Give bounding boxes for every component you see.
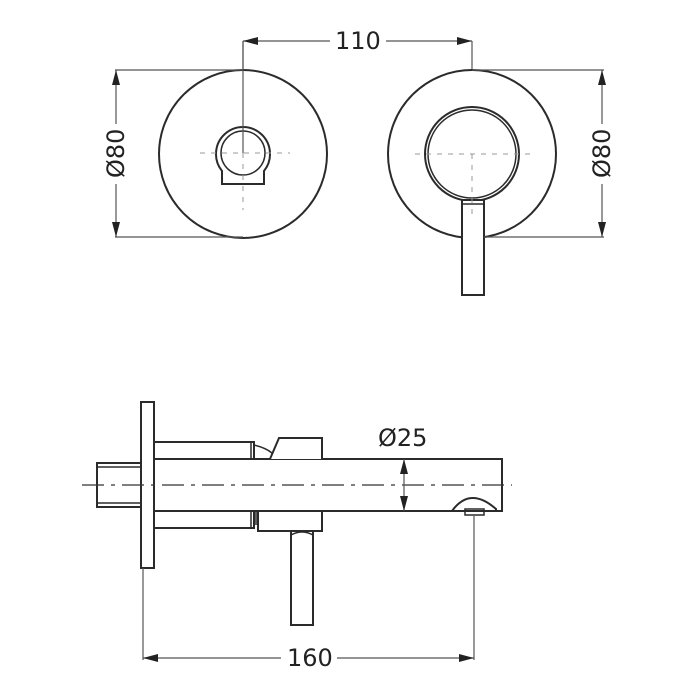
dimension-left-diameter (112, 69, 243, 238)
side-elevation-view (82, 401, 512, 626)
dimension-right-diameter (472, 69, 606, 238)
dimension-spout-diameter (400, 459, 408, 511)
right-plate-view (387, 69, 557, 296)
label-160: 160 (287, 644, 333, 672)
label-right-diameter: Ø80 (588, 128, 616, 178)
dimension-160 (142, 516, 475, 662)
label-left-diameter: Ø80 (102, 128, 130, 178)
label-110: 110 (335, 27, 381, 55)
label-spout-diameter: Ø25 (378, 424, 428, 452)
left-plate-view (158, 41, 328, 239)
